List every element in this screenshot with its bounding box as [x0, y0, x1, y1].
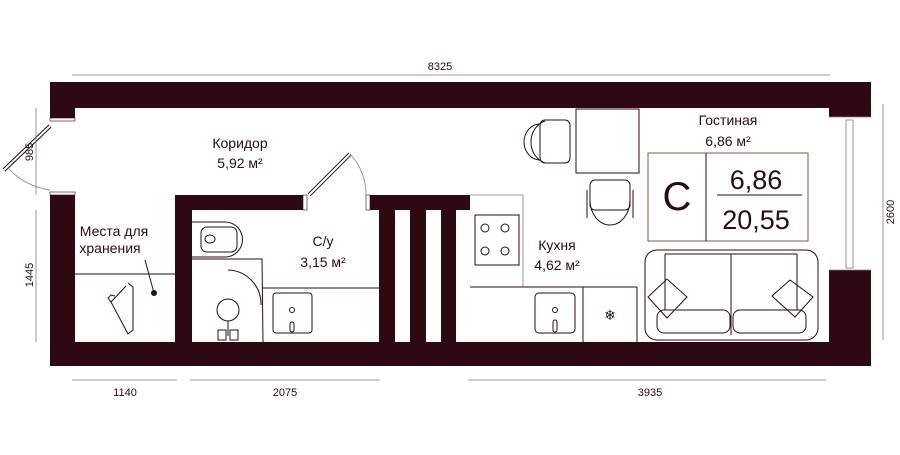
- kitchen-fixtures: ❄: [470, 194, 638, 342]
- storage-label-1: Места для: [80, 223, 148, 239]
- dim-left-lower: 1445: [24, 263, 36, 287]
- entrance-door: [2, 117, 76, 196]
- dim-bottom-1: 1140: [113, 387, 137, 399]
- living-area: 6,86 м²: [705, 133, 751, 149]
- dim-bottom-2: 2075: [273, 387, 297, 399]
- storage-label-2: хранения: [79, 240, 140, 256]
- dim-right: 2600: [885, 200, 897, 224]
- dim-left-door: 985: [24, 143, 36, 161]
- storage: [75, 259, 175, 335]
- bathroom-door: [302, 152, 371, 211]
- dim-top: 8325: [428, 61, 452, 73]
- bathroom-name: С/у: [313, 233, 334, 249]
- total-area-value: 20,55: [722, 205, 790, 235]
- snowflake-icon: ❄: [604, 307, 616, 323]
- dim-bottom-3: 3935: [638, 387, 662, 399]
- walls: [50, 82, 871, 366]
- apartment-info-box: С 6,86 20,55: [647, 152, 809, 242]
- bathroom-fixtures: [192, 221, 379, 343]
- living-area-value: 6,86: [730, 165, 783, 195]
- dining-set: [523, 108, 640, 226]
- corridor-area: 5,92 м²: [217, 155, 263, 171]
- corridor-name: Коридор: [212, 135, 268, 151]
- living-name: Гостиная: [699, 112, 758, 128]
- apartment-type: С: [663, 175, 692, 219]
- sofa: [644, 249, 819, 341]
- window: [829, 116, 871, 271]
- dimension-lines: [35, 74, 884, 381]
- kitchen-name: Кухня: [538, 237, 575, 253]
- bathroom-area: 3,15 м²: [300, 254, 346, 270]
- kitchen-area: 4,62 м²: [534, 257, 580, 273]
